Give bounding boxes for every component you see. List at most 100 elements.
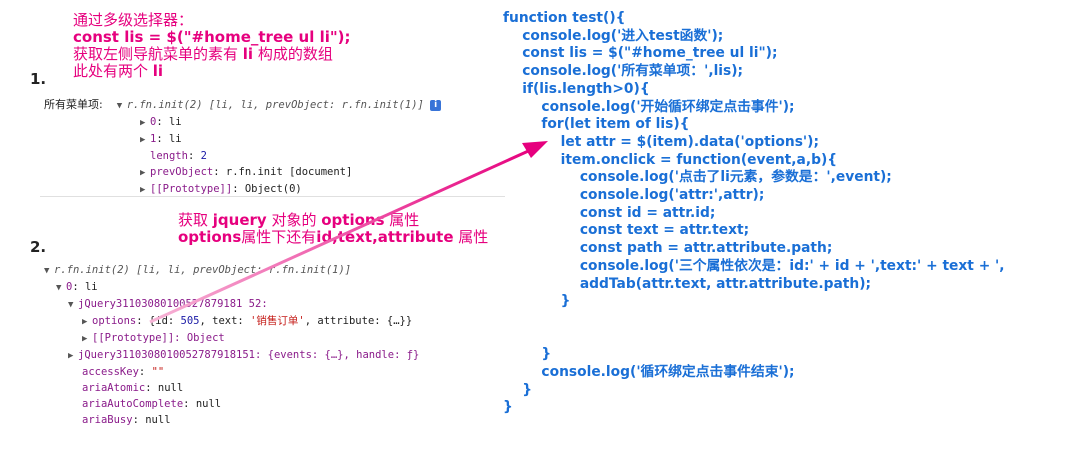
arrow-line xyxy=(149,146,536,324)
console-line[interactable]: ▶[[Prototype]]: Object(0) xyxy=(44,181,441,198)
console-line: accessKey: "" xyxy=(82,366,165,378)
prop-value: null xyxy=(145,414,171,426)
prop-key: length xyxy=(150,150,188,162)
triangle-down-icon[interactable]: ▼ xyxy=(68,300,74,310)
console-block-1: 所有菜单项:▼r.fn.init(2) [li, li, prevObject:… xyxy=(44,97,442,198)
prop-key: accessKey xyxy=(82,366,139,378)
code-line: const text = attr.text; xyxy=(503,222,750,239)
annotation-text: 构成的数组 xyxy=(253,45,333,63)
annotation-text: 对象的 xyxy=(266,211,322,229)
code-line: if(lis.length>0){ xyxy=(503,80,650,97)
console-block-2: ▼ r.fn.init(2) [li, li, prevObject: r.fn.… xyxy=(44,262,419,428)
code-line: item.onclick = function(event,a,b){ xyxy=(503,151,838,168)
code-line: } xyxy=(503,293,571,310)
annotation-text: 属性下还有 xyxy=(241,228,317,246)
prop-value: li xyxy=(168,133,182,145)
annotation-text: 获取左侧导航菜单的素有 xyxy=(73,45,243,63)
prop-value: 2 xyxy=(200,150,207,162)
console-line[interactable]: ▶ [[Prototype]]: Object xyxy=(44,330,419,347)
prop-key: jQuery3110308010052787918151: {events: {… xyxy=(78,349,420,361)
prop-value: Object(0) xyxy=(244,183,302,195)
prop-value: '销售订单' xyxy=(250,315,305,327)
prop-value: , attribute: {…}} xyxy=(304,315,413,327)
code-line: } xyxy=(503,399,513,416)
code-line: const lis = $("#home_tree ul li"); xyxy=(503,45,778,62)
console-line[interactable]: ▶1: li xyxy=(44,131,441,148)
triangle-right-icon[interactable]: ▶ xyxy=(140,135,146,145)
console-line[interactable]: ▼0: li xyxy=(44,279,419,296)
code-line: } xyxy=(503,381,533,398)
console-line[interactable]: ▼ r.fn.init(2) [li, li, prevObject: r.fn.… xyxy=(44,262,419,279)
prop-key: [[Prototype]]: Object xyxy=(92,332,225,344)
code-line: console.log('点击了li元素，参数是：',event); xyxy=(503,169,892,186)
prop-key: 0 xyxy=(150,116,157,128)
code-line: function test(){ xyxy=(503,10,626,26)
prop-key: jQuery31103080100527879181 52: xyxy=(78,298,268,310)
console-line: ariaAtomic: null xyxy=(82,382,184,394)
code-line: console.log('循环绑定点击事件结束'); xyxy=(503,364,795,381)
prop-value: li xyxy=(168,116,182,128)
annotation-text: 属性 xyxy=(453,228,489,246)
console-line[interactable]: ▶0: li xyxy=(44,114,441,131)
code-line: const id = attr.id; xyxy=(503,204,716,221)
prop-key: [[Prototype]] xyxy=(150,183,233,195)
divider xyxy=(40,196,505,197)
code-line: let attr = $(item).data('options'); xyxy=(503,133,819,150)
code-line: console.log('开始循环绑定点击事件'); xyxy=(503,98,795,115)
code-line: console.log('attr:',attr); xyxy=(503,187,765,204)
console-head: r.fn.init(2) [li, li, prevObject: r.fn.i… xyxy=(54,264,352,276)
code-block: function test(){ console.log('进入test函数')… xyxy=(503,10,1005,417)
code-line: addTab(attr.text, attr.attribute.path); xyxy=(503,275,872,292)
annotation-text: 此处有两个 xyxy=(73,62,153,80)
annotation-text: 属性 xyxy=(384,211,420,229)
prop-key: ariaBusy xyxy=(82,414,133,426)
info-icon[interactable]: i xyxy=(430,99,442,111)
console-line: length: 2 xyxy=(150,150,207,162)
prop-key: ariaAutoComplete xyxy=(82,398,184,410)
triangle-down-icon[interactable]: ▼ xyxy=(44,266,50,276)
annotation-text: li xyxy=(242,45,254,63)
console-line[interactable]: ▼ jQuery31103080100527879181 52: xyxy=(44,296,419,313)
marker-1: 1. xyxy=(30,70,47,88)
prop-value: li xyxy=(84,281,98,293)
triangle-right-icon[interactable]: ▶ xyxy=(140,185,146,195)
annotation-text: jquery xyxy=(212,211,267,229)
annotation-line: 此处有两个 li xyxy=(73,63,351,80)
annotation-line: const lis = $("#home_tree ul li"); xyxy=(73,28,351,46)
code-line: console.log('进入test函数'); xyxy=(503,27,724,44)
prop-key: 1 xyxy=(150,133,157,145)
prop-value: 505 xyxy=(180,315,200,327)
triangle-down-icon[interactable]: ▼ xyxy=(56,283,62,293)
console-head: r.fn.init(2) [li, li, prevObject: r.fn.i… xyxy=(126,99,424,111)
console-line: ariaAutoComplete: null xyxy=(82,398,222,410)
annotation-top: 通过多级选择器： const lis = $("#home_tree ul li… xyxy=(73,12,351,80)
triangle-right-icon[interactable]: ▶ xyxy=(140,168,146,178)
prop-value: "" xyxy=(151,366,165,378)
console-line: ariaBusy: null xyxy=(82,414,171,426)
prop-key: options xyxy=(92,315,137,327)
triangle-down-icon[interactable]: ▼ xyxy=(116,101,123,111)
marker-2: 2. xyxy=(30,238,47,256)
annotation-text: options xyxy=(178,228,242,246)
annotation-line: 通过多级选择器： xyxy=(73,11,194,29)
console-line[interactable]: ▶ jQuery3110308010052787918151: {events: … xyxy=(44,347,419,364)
prop-value: , text: xyxy=(199,315,251,327)
triangle-right-icon[interactable]: ▶ xyxy=(68,351,74,361)
code-line: console.log('三个属性依次是：id:' + id + ',text:… xyxy=(503,257,1005,274)
prop-value: r.fn.init [document] xyxy=(225,166,353,178)
prop-key: 0 xyxy=(66,281,73,293)
prop-value: null xyxy=(157,382,184,394)
triangle-right-icon[interactable]: ▶ xyxy=(140,118,146,128)
code-line: } xyxy=(503,346,552,363)
code-line: console.log('所有菜单项：',lis); xyxy=(503,63,744,80)
annotation-text: 获取 xyxy=(178,211,213,229)
annotation-line: 获取左侧导航菜单的素有 li 构成的数组 xyxy=(73,46,351,63)
triangle-right-icon[interactable]: ▶ xyxy=(82,334,88,344)
console-line[interactable]: ▶options: {id: 505, text: '销售订单', attrib… xyxy=(44,313,419,330)
console-line[interactable]: ▶prevObject: r.fn.init [document] xyxy=(44,164,441,181)
triangle-right-icon[interactable]: ▶ xyxy=(82,317,88,327)
console-line[interactable]: 所有菜单项:▼r.fn.init(2) [li, li, prevObject:… xyxy=(44,97,442,114)
code-line: for(let item of lis){ xyxy=(503,116,690,133)
annotation-text: li xyxy=(152,62,164,80)
